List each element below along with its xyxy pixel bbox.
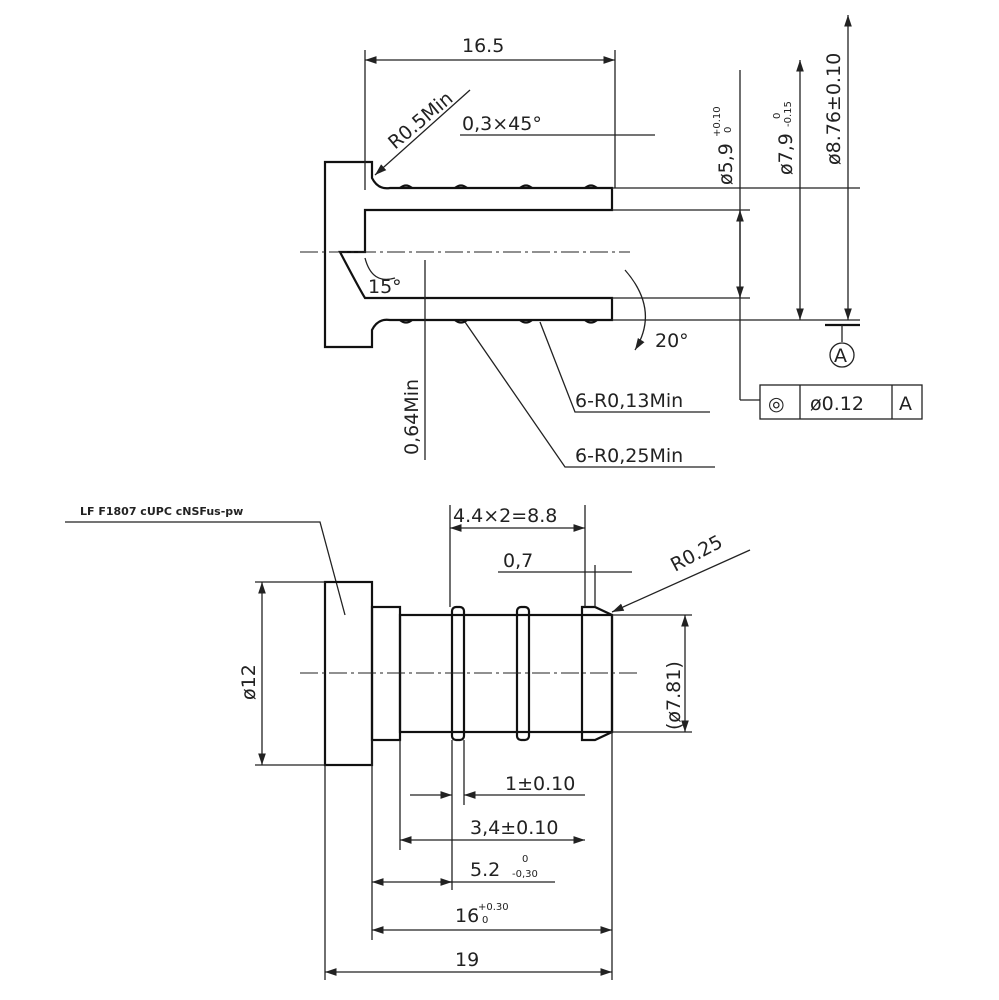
datum-symbol — [829, 342, 855, 368]
svg-text:+0.30: +0.30 — [478, 902, 509, 913]
inner-angle-label: 15° — [368, 276, 402, 298]
feature-control-frame: ◎ ø0.12 A — [759, 384, 923, 420]
fillet-label: R0.5Min — [384, 87, 457, 153]
radius-label: R0.25 — [667, 531, 726, 576]
groove-profile-top — [399, 184, 598, 189]
flange-section — [323, 160, 614, 349]
bore-diameter-dim: ø5,9 +0.10 0 — [712, 106, 737, 185]
svg-text:0: 0 — [723, 127, 734, 133]
svg-text:-0.15: -0.15 — [783, 101, 794, 127]
svg-text:0: 0 — [482, 915, 488, 926]
svg-text:5.2: 5.2 — [470, 859, 500, 881]
svg-text:0: 0 — [772, 113, 783, 119]
svg-text:-0,30: -0,30 — [512, 869, 538, 880]
svg-text:ø7,9: ø7,9 — [775, 133, 797, 175]
groove-width-label: 1±0.10 — [505, 773, 575, 795]
length-label: 16.5 — [462, 35, 504, 57]
svg-text:+0.10: +0.10 — [712, 106, 723, 137]
mid-diameter-dim: ø7,9 0 -0.15 — [772, 101, 797, 175]
outer-angle-label: 20° — [655, 330, 689, 352]
section-view: 16.5 R0.5Min 0,3×45° ø5,9 +0.10 0 ø7,9 0… — [300, 15, 923, 468]
large-radii-label: 6-R0,25Min — [575, 445, 683, 467]
svg-text:ø5,9: ø5,9 — [715, 143, 737, 185]
tolerance-datum: A — [899, 393, 912, 415]
total-length-label: 19 — [455, 949, 479, 971]
svg-text:0: 0 — [522, 854, 528, 865]
pitch-label: 4.4×2=8.8 — [453, 505, 557, 527]
groove-pitch-label: 3,4±0.10 — [470, 817, 558, 839]
small-radii-label: 6-R0,13Min — [575, 390, 683, 412]
groove-profile-bottom — [399, 319, 598, 324]
wall-min-label: 0,64Min — [401, 379, 423, 455]
end-diameter-label: (ø7.81) — [663, 661, 685, 730]
groove-offset-label: 0,7 — [503, 550, 533, 572]
marking-label: LF F1807 cUPC cNSFus-pw — [80, 505, 243, 518]
svg-text:16: 16 — [455, 905, 479, 927]
first-groove-dim: 5.2 0 -0,30 — [470, 854, 538, 881]
outer-diameter-label: ø8.76±0.10 — [823, 53, 845, 165]
concentricity-icon: ◎ — [768, 393, 785, 415]
exterior-view: LF F1807 cUPC cNSFus-pw ø12 (ø7.81) 4.4×… — [65, 505, 751, 980]
body-length-dim: 16 +0.30 0 — [455, 902, 509, 927]
flange-diameter-label: ø12 — [238, 664, 260, 700]
chamfer-label: 0,3×45° — [462, 113, 542, 135]
tolerance-value: ø0.12 — [810, 393, 864, 415]
datum-label: A — [834, 345, 847, 367]
